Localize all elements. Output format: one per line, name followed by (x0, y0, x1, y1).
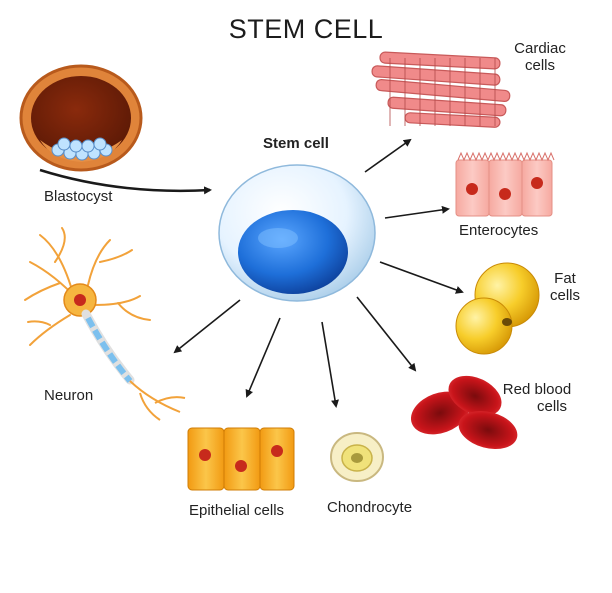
chondrocyte-label: Chondrocyte (327, 499, 413, 516)
diagram-title: STEM CELL (228, 14, 384, 44)
cardiac-cells-illustration (371, 51, 511, 128)
cardiac-label-line2: cells (524, 57, 555, 74)
enterocytes-label: Enterocytes (459, 222, 539, 239)
enterocytes-illustration (455, 151, 555, 217)
fat-label-line2: cells (549, 287, 580, 304)
red-label-line2: cells (536, 398, 567, 415)
fat-cells-label: Fat cells (540, 270, 590, 304)
cardiac-cells-label: Cardiac cells (510, 40, 570, 74)
stem-cell-illustration (218, 164, 376, 302)
fat-cells-illustration (455, 262, 540, 355)
red-label-line1: Red blood (502, 381, 572, 398)
stem-cell-label: Stem cell (263, 135, 329, 152)
red-blood-cells-label: Red blood cells (492, 381, 582, 415)
red-blood-cells-illustration (410, 375, 518, 450)
epithelial-cells-label: Epithelial cells (189, 502, 285, 519)
cardiac-label-line1: Cardiac (514, 40, 566, 57)
neuron-label: Neuron (44, 387, 94, 404)
neuron-illustration (24, 227, 186, 421)
blastocyst-label: Blastocyst (44, 188, 113, 205)
differentiation-arrows (173, 138, 464, 408)
epithelial-cells-illustration (187, 427, 295, 491)
fat-label-line1: Fat (554, 270, 576, 287)
chondrocyte-illustration (330, 432, 384, 482)
blastocyst-illustration (19, 64, 212, 195)
